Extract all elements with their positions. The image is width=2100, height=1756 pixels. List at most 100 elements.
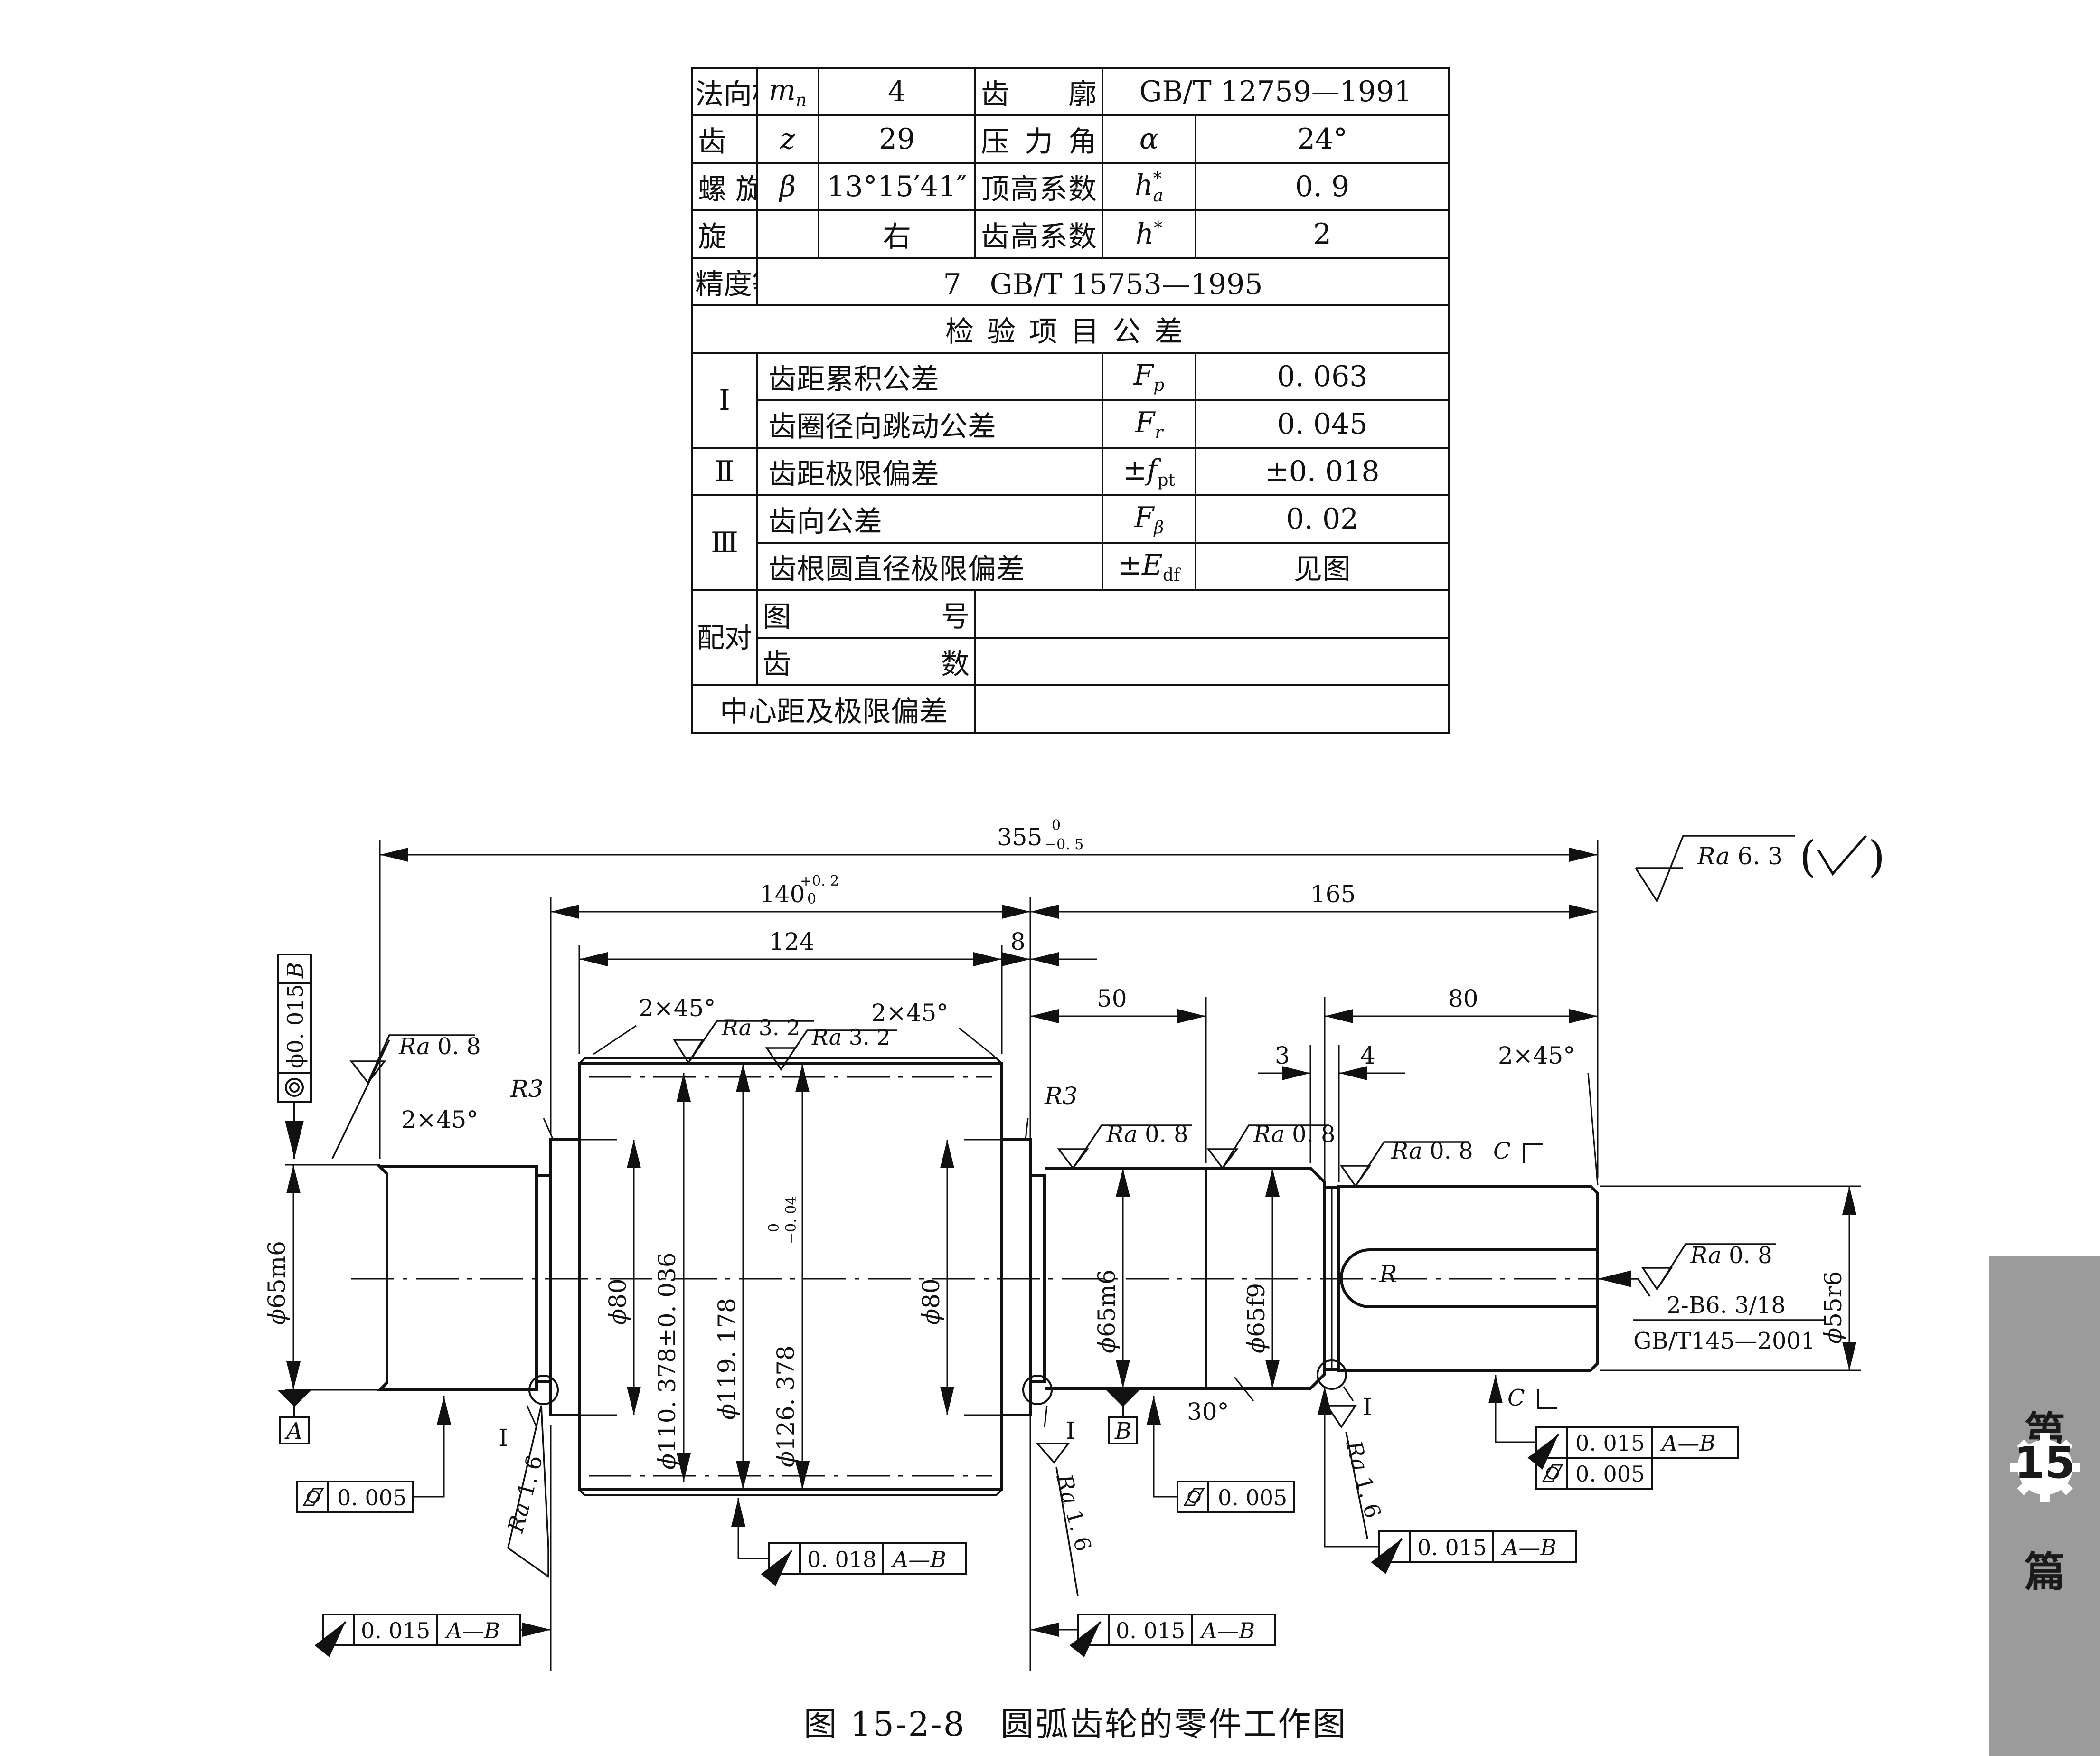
svg-text:Ra 1. 6: Ra 1. 6 bbox=[502, 1453, 547, 1536]
gear-blank bbox=[549, 1138, 581, 1416]
detail-mark-2: Ⅰ bbox=[1066, 1417, 1075, 1444]
roughness-ra16-mid: Ra 1. 6 bbox=[1036, 1443, 1096, 1596]
roughness-gear-a: Ra 3. 2 bbox=[672, 1015, 814, 1065]
symbol-sub: r bbox=[1155, 423, 1163, 443]
fcf-cylindricity-mid: 0. 005 bbox=[1147, 1396, 1295, 1513]
symbol-sup: * bbox=[1154, 218, 1163, 238]
table-cell: Ⅲ bbox=[691, 494, 758, 591]
svg-text:Ra 0. 8: Ra 0. 8 bbox=[1106, 1121, 1188, 1148]
dim-4: 4 bbox=[1360, 1042, 1375, 1069]
table-row: 旋 向 右 齿高系数 h* 2 bbox=[691, 209, 1450, 259]
symbol-prefix: ± bbox=[1122, 453, 1147, 487]
table-cell: 0. 063 bbox=[1195, 352, 1450, 401]
table-cell bbox=[974, 637, 1450, 686]
fcf-runout-right: 0. 015 A—B bbox=[1318, 1387, 1577, 1574]
dim-overall-tol-lo: −0. 5 bbox=[1045, 836, 1083, 853]
symbol-sub: a bbox=[1153, 186, 1164, 206]
symbol: F bbox=[1134, 500, 1154, 534]
chamfer-left: 2×45° bbox=[401, 1106, 478, 1133]
table-cell: 中心距及极限偏差 bbox=[691, 684, 976, 734]
table-cell: 24° bbox=[1195, 114, 1450, 164]
detail-circles bbox=[528, 1359, 1347, 1405]
table-row: 齿 数 bbox=[692, 637, 1450, 686]
chamfer-right: 2×45° bbox=[1498, 1042, 1575, 1069]
table-cell: 图 号 bbox=[756, 589, 976, 639]
centre-hole-line2: GB/T145—2001 bbox=[1633, 1328, 1816, 1354]
svg-text:0. 005: 0. 005 bbox=[1575, 1461, 1645, 1487]
svg-text:Ra 6. 3: Ra 6. 3 bbox=[1697, 842, 1783, 870]
chapter-tab-number: 15 bbox=[2014, 1437, 2075, 1488]
gear-face-chamfer bbox=[578, 1057, 1003, 1496]
dim-gear-len-tol-up: +0. 2 bbox=[800, 873, 839, 889]
dia-80-left: ϕ80 bbox=[604, 1278, 631, 1325]
svg-text:0. 018: 0. 018 bbox=[807, 1547, 876, 1572]
roughness-general: Ra 6. 3 ( ) bbox=[1635, 832, 1885, 903]
table-cell: mn bbox=[756, 67, 819, 116]
radius-right: R3 bbox=[1044, 1082, 1077, 1110]
table-row: 齿根圆直径极限偏差 ±Edf 见图 bbox=[692, 542, 1450, 591]
table-cell: 齿圈径向跳动公差 bbox=[756, 399, 1103, 449]
table-row: 齿 数 z 29 压 力 角 α 24° bbox=[691, 114, 1450, 164]
table-cell: 压 力 角 bbox=[974, 114, 1103, 164]
dia-left: ϕ65m6 bbox=[263, 1241, 291, 1325]
table-cell: 4 bbox=[818, 67, 976, 116]
dim-right-len: 165 bbox=[1310, 880, 1356, 908]
gear-parameter-table: 法向模数 mn 4 齿 廓 GB/T 12759—1991 齿 数 z 29 压… bbox=[691, 67, 1450, 734]
dim-face: 124 bbox=[769, 928, 814, 955]
table-cell: ±0. 018 bbox=[1195, 447, 1450, 496]
detail-mark-3: Ⅰ bbox=[1363, 1393, 1372, 1421]
centre-hole-note: 2-B6. 3/18 GB/T145—2001 bbox=[1633, 1292, 1826, 1354]
table-cell: 13°15′41″ bbox=[818, 162, 976, 211]
fcf-runout-mid: 0. 015 A—B bbox=[1030, 1614, 1276, 1657]
left-chamfer bbox=[378, 1165, 388, 1391]
dia-126-tol-lo: −0. 04 bbox=[783, 1196, 800, 1244]
symbol: F bbox=[1133, 358, 1154, 392]
svg-text:Ra 0. 8: Ra 0. 8 bbox=[1391, 1138, 1473, 1164]
svg-text:Ra 1. 6: Ra 1. 6 bbox=[1341, 1438, 1386, 1521]
table-row: 法向模数 mn 4 齿 廓 GB/T 12759—1991 bbox=[691, 67, 1450, 116]
fcf-runout-gear: 0. 018 A—B bbox=[731, 1498, 967, 1586]
radius-keyway: R bbox=[1379, 1260, 1397, 1288]
table-cell bbox=[974, 684, 1450, 734]
svg-text:Ra 3. 2: Ra 3. 2 bbox=[811, 1024, 891, 1050]
svg-text:0. 015: 0. 015 bbox=[361, 1618, 430, 1643]
dim-overall-tol-up: 0 bbox=[1052, 817, 1061, 834]
table-cell: 2 bbox=[1195, 209, 1450, 259]
dia-65f9: ϕ65f9 bbox=[1243, 1283, 1270, 1353]
table-cell bbox=[756, 209, 819, 259]
table-header: 检验项目公差 bbox=[691, 304, 1450, 354]
svg-text:A—B: A—B bbox=[444, 1618, 500, 1643]
chapter-side-tab: 第 15 篇 bbox=[1989, 1256, 2100, 1756]
dim-50: 50 bbox=[1097, 985, 1127, 1012]
symbol: h bbox=[1135, 217, 1154, 251]
datum-a: A bbox=[278, 1390, 311, 1444]
roughness-key: Ra 0. 8 bbox=[1598, 1242, 1776, 1297]
centre-hole-line1: 2-B6. 3/18 bbox=[1667, 1292, 1786, 1319]
svg-text:0. 015: 0. 015 bbox=[1575, 1430, 1645, 1456]
table-cell: 齿 数 bbox=[691, 114, 758, 164]
table-row: 中心距及极限偏差 bbox=[691, 684, 1450, 734]
symbol: h bbox=[1134, 169, 1153, 202]
roughness-ra16-left: Ra 1. 6 bbox=[502, 1405, 549, 1578]
table-cell: ±Edf bbox=[1102, 542, 1196, 591]
datum-b: B bbox=[1106, 1390, 1139, 1444]
dim-gear-len-tol-lo: 0 bbox=[807, 891, 816, 907]
fcf-cylindricity-key: 0. 005 bbox=[1535, 1457, 1653, 1490]
dimension-texts: 355 0 −0. 5 140 +0. 2 0 165 124 8 50 80 … bbox=[263, 817, 1847, 1470]
chamfer-gear-right: 2×45° bbox=[871, 999, 948, 1027]
roughness-ra16-right: Ra 1. 6 bbox=[1325, 1405, 1386, 1539]
datum-symbols: A B C bbox=[278, 1385, 1557, 1444]
table-cell: 齿 数 bbox=[756, 637, 976, 686]
table-cell: 0. 045 bbox=[1195, 399, 1450, 449]
table-cell: 29 bbox=[818, 114, 976, 164]
roughness-mid-1: Ra 0. 8 bbox=[1057, 1121, 1192, 1170]
part-drawing: 355 0 −0. 5 140 +0. 2 0 165 124 8 50 80 … bbox=[0, 788, 1989, 1690]
table-cell: 旋 向 bbox=[691, 209, 758, 259]
symbol: f bbox=[1147, 453, 1158, 487]
svg-text:Ra 1. 6: Ra 1. 6 bbox=[1051, 1471, 1096, 1554]
table-cell bbox=[974, 589, 1450, 639]
dim-overall: 355 bbox=[997, 823, 1042, 851]
dia-110: ϕ110. 378±0. 036 bbox=[653, 1252, 681, 1470]
svg-text:A—B: A—B bbox=[891, 1547, 946, 1572]
fcf-concentricity: ϕ0. 015 B bbox=[277, 954, 312, 1159]
